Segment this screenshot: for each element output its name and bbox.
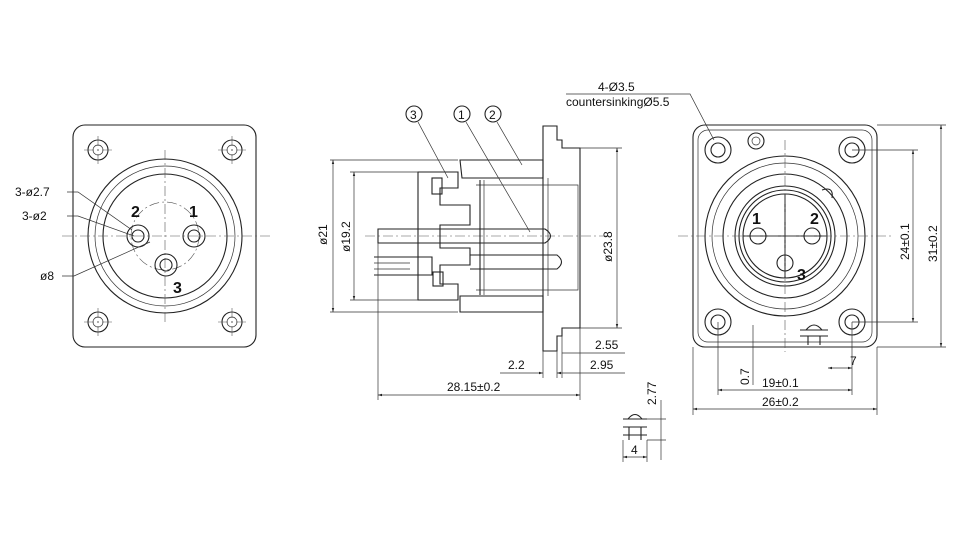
callout-2 (484, 105, 502, 123)
hole-dia-label: 3-ø2.7 (15, 185, 50, 199)
dim-h-spacing: 19±0.1 (762, 376, 799, 390)
dim-2-2: 2.2 (508, 358, 525, 372)
dim-outer-dia: ø21 (316, 224, 330, 245)
logo-mark-icon (747, 132, 765, 150)
back-contacts (749, 227, 821, 272)
front-pins (126, 224, 206, 277)
note-countersink: countersinkingØ5.5 (566, 95, 670, 109)
svg-text:3: 3 (410, 108, 417, 122)
back-view: 1 2 3 4-Ø3.5 countersinkingØ5.5 24±0.1 3… (566, 80, 946, 415)
dim-7: 7 (850, 354, 857, 368)
section-solder-cup (374, 256, 433, 276)
svg-text:1: 1 (458, 108, 465, 122)
pin-dia-label: 3-ø2 (22, 209, 47, 223)
logo-dim-height: 2.77 (645, 381, 659, 405)
contact-label-3: 3 (797, 267, 806, 284)
svg-text:2: 2 (489, 108, 496, 122)
section-view: ø21 ø19.2 ø23.8 2.55 2.2 2.95 28.15±0.2 … (316, 105, 625, 400)
front-mount-holes (84, 136, 246, 336)
note-holes: 4-Ø3.5 (598, 80, 635, 94)
contact-label-1: 1 (752, 211, 761, 228)
logo-detail-icon (623, 413, 647, 440)
pin-label-1: 1 (189, 204, 198, 221)
dim-offset: 0.7 (738, 368, 752, 385)
brand-mark-icon (800, 324, 828, 345)
dim-flange-dia: ø23.8 (601, 231, 615, 262)
section-contact-pin (377, 228, 552, 244)
callout-3 (405, 105, 423, 123)
dim-length: 28.15±0.2 (447, 380, 501, 394)
dim-2-55: 2.55 (595, 338, 619, 352)
pin-label-3: 3 (173, 280, 182, 297)
logo-dim-width: 4 (631, 443, 638, 457)
dim-2-95: 2.95 (590, 358, 614, 372)
dim-inner-dia: ø19.2 (339, 221, 353, 252)
dim-v-spacing: 24±0.1 (898, 223, 912, 260)
dim-height: 31±0.2 (926, 225, 940, 262)
ring-dia-label: ø8 (40, 269, 54, 283)
pin-label-2: 2 (131, 204, 140, 221)
section-shell-bottom (459, 295, 544, 313)
section-flange (542, 125, 581, 352)
contact-label-2: 2 (810, 211, 819, 228)
section-shell-top (459, 159, 544, 179)
front-view: 2 1 3 3-ø2.7 3-ø2 ø8 (15, 124, 270, 348)
section-insert (417, 171, 471, 301)
dim-width: 26±0.2 (762, 395, 799, 409)
callout-1 (453, 105, 471, 123)
pitch-circle (130, 201, 200, 271)
logo-detail: 2.77 4 (622, 381, 666, 462)
